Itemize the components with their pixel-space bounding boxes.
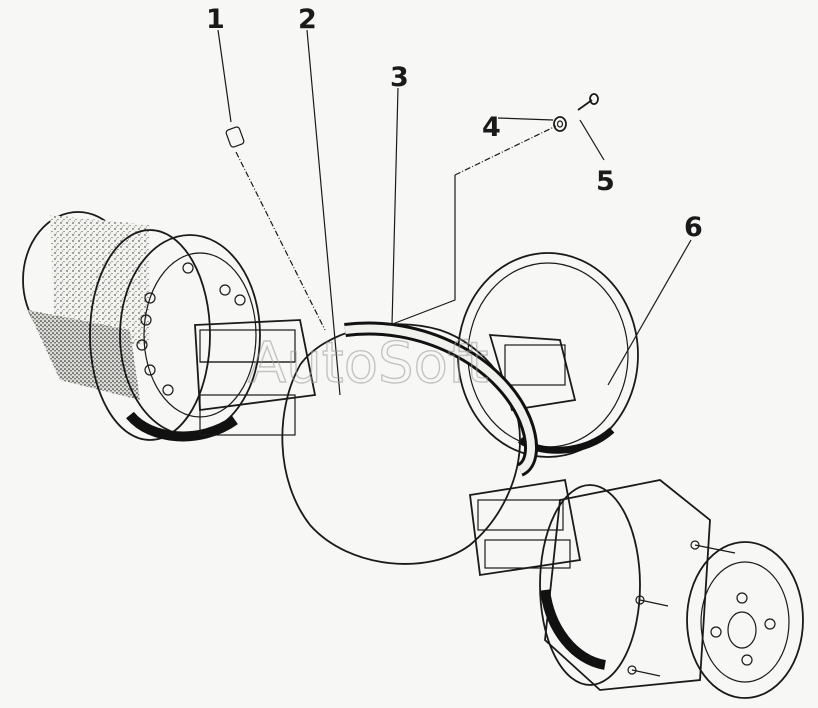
callout-2: 2 — [298, 4, 317, 35]
watermark-text: AutoSoft — [248, 331, 489, 396]
carrier-flange-ring — [344, 321, 538, 477]
leader-lines — [217, 29, 692, 396]
callout-6: 6 — [684, 212, 703, 243]
left-axle-beam — [194, 319, 317, 436]
callout-5: 5 — [596, 166, 615, 197]
right-hub-assembly — [539, 479, 804, 699]
wheel-studs — [136, 262, 246, 396]
right-outer-beam — [468, 478, 582, 577]
callout-1: 1 — [206, 4, 225, 35]
callout-3: 3 — [390, 62, 409, 93]
callout-4: 4 — [482, 112, 501, 143]
drain-plug-part — [225, 126, 245, 148]
brake-chamber-bolts — [627, 540, 736, 677]
left-hub-assembly — [22, 211, 261, 442]
hub-bolts — [710, 592, 776, 666]
right-axle-beam — [488, 334, 577, 412]
washer-part — [553, 116, 567, 132]
bolt-part — [577, 93, 599, 111]
differential-carrier — [281, 323, 521, 565]
